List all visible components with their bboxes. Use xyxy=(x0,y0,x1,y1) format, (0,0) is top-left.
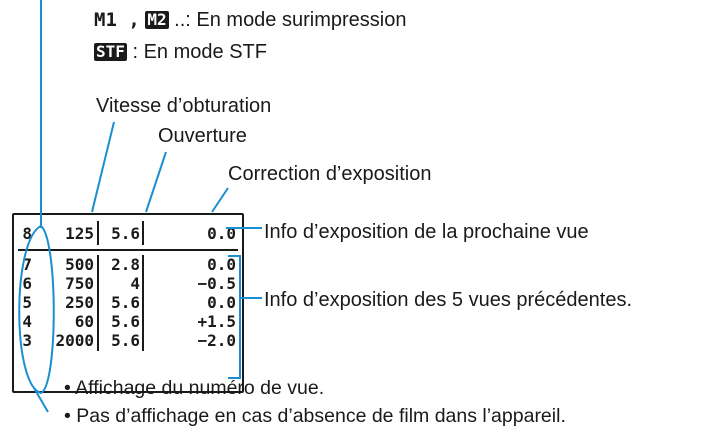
aperture-value: 5.6 xyxy=(111,331,140,350)
aperture-label: Ouverture xyxy=(158,125,247,147)
column-divider-compensation-history xyxy=(142,255,144,351)
aperture-value: 5.6 xyxy=(111,293,140,312)
compensation-value: 0.0 xyxy=(207,255,236,274)
shutter-value: 500 xyxy=(65,255,94,274)
exposure-compensation-label: Correction d’exposition xyxy=(228,163,432,185)
frame-note-leader xyxy=(33,387,49,413)
compensation-value: −2.0 xyxy=(197,331,236,350)
shutter-value: 750 xyxy=(65,274,94,293)
aperture-value: 5.6 xyxy=(111,312,140,331)
frame-number: 4 xyxy=(22,312,32,331)
m2-badge: M2 xyxy=(145,10,169,29)
compensation-value: −0.5 xyxy=(197,274,236,293)
previous-frames-bracket xyxy=(228,255,241,379)
exposure-data-panel: 8 125 5.6 0.0 7 500 2.8 0.0 6 750 4 −0.5… xyxy=(12,213,244,393)
frame-number: 8 xyxy=(22,224,32,243)
shutter-value: 250 xyxy=(65,293,94,312)
shutter-value: 125 xyxy=(65,224,94,243)
previous-frames-info-label: Info d’exposition des 5 vues précédentes… xyxy=(264,289,633,311)
aperture-leader xyxy=(145,151,167,213)
compensation-value: 0.0 xyxy=(207,293,236,312)
frame-number: 5 xyxy=(22,293,32,312)
next-frame-info-label: Info d’exposition de la prochaine vue xyxy=(264,221,589,243)
frame-column-ellipse xyxy=(18,224,55,395)
stf-legend: STF : En mode STF xyxy=(94,40,267,64)
m1-indicator: M1 , xyxy=(94,9,140,31)
compensation-leader xyxy=(211,187,229,213)
compensation-value: +1.5 xyxy=(197,312,236,331)
aperture-value: 4 xyxy=(130,274,140,293)
frame-number-note: • Affichage du numéro de vue. xyxy=(64,377,325,399)
no-film-note: • Pas d’affichage en cas d’absence de fi… xyxy=(64,405,566,427)
shutter-leader xyxy=(91,121,115,213)
stf-badge: STF xyxy=(94,42,127,61)
frame-number: 7 xyxy=(22,255,32,274)
column-divider-compensation xyxy=(142,221,144,245)
shutter-value: 60 xyxy=(74,312,94,331)
column-divider-aperture-history xyxy=(97,255,99,351)
shutter-value: 2000 xyxy=(55,331,94,350)
aperture-value: 2.8 xyxy=(111,255,140,274)
frame-number: 3 xyxy=(22,331,32,350)
frame-number: 6 xyxy=(22,274,32,293)
multiple-exposure-text: ..: En mode surimpression xyxy=(174,9,407,31)
multiple-exposure-legend: M1 , M2 ..: En mode surimpression xyxy=(94,8,406,32)
stf-text: : En mode STF xyxy=(132,41,267,63)
column-divider-aperture xyxy=(97,221,99,245)
panel-divider xyxy=(18,249,238,251)
aperture-value: 5.6 xyxy=(111,224,140,243)
shutter-speed-label: Vitesse d’obturation xyxy=(96,95,272,117)
